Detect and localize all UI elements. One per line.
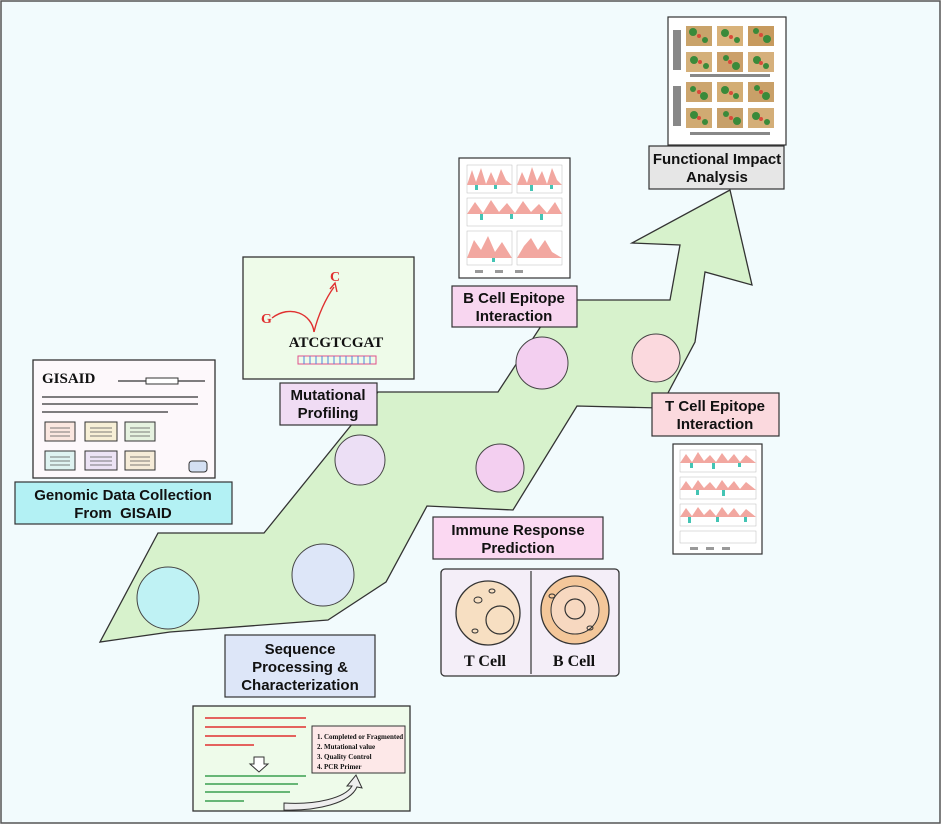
immune-cells-card: T Cell B Cell: [440, 568, 620, 677]
mutation-arrow-out: [313, 286, 335, 333]
tcell-epitope-chart-thumbnail: [672, 443, 763, 555]
raw-sequences: [205, 717, 306, 746]
processed-sequences: [205, 775, 306, 802]
milestone-circle-4: [475, 443, 525, 493]
gisaid-title: GISAID: [42, 371, 96, 387]
mutational-label-line2: Profiling: [298, 405, 359, 422]
mutational-label-line1: Mutational: [291, 387, 366, 404]
bcell-label-line1: B Cell Epitope: [463, 290, 565, 307]
mutation-from-base: G: [261, 312, 272, 327]
mutation-arrow-in: [271, 310, 315, 333]
genomic-label-line2: From GISAID: [74, 505, 172, 522]
mutation-sequence: ATCGTCGAT: [289, 335, 383, 351]
functional-label-line2: Analysis: [686, 169, 748, 186]
t-cell-icon: [455, 580, 521, 646]
tcell-label-line1: T Cell Epitope: [665, 398, 765, 415]
sequence-label-line3: Characterization: [241, 677, 359, 694]
sequence-processing-label: Sequence Processing & Characterization: [224, 634, 376, 698]
functional-impact-structure-thumbnail: [667, 16, 787, 146]
mutation-card: ATCGTCGAT G C: [242, 256, 415, 380]
curved-arrow-icon: [283, 774, 363, 811]
qc-step-3: 3. Quality Control: [317, 753, 372, 761]
qc-step-1: 1. Completed or Fragmented: [317, 733, 403, 741]
qc-steps-box: [311, 725, 406, 774]
genomic-data-collection-label: Genomic Data Collection From GISAID: [14, 481, 233, 525]
b-cell-icon: [540, 575, 610, 645]
sequence-bar: [297, 355, 377, 365]
sequence-processing-card: 1. Completed or Fragmented 2. Mutational…: [192, 705, 411, 812]
functional-label-line1: Functional Impact: [653, 151, 781, 168]
genomic-label-line1: Genomic Data Collection: [34, 487, 212, 504]
bcell-label-line2: Interaction: [476, 308, 553, 325]
bcell-epitope-chart-thumbnail: [458, 157, 571, 279]
t-cell-label: T Cell: [464, 653, 506, 670]
tcell-label-line2: Interaction: [677, 416, 754, 433]
gisaid-button-icon: [188, 460, 208, 473]
sequence-label-line1: Sequence: [265, 641, 336, 658]
mutational-profiling-label: Mutational Profiling: [279, 382, 378, 426]
workflow-arrow-path: [98, 189, 753, 643]
mutation-to-base: C: [330, 270, 340, 285]
milestone-circle-2: [291, 543, 355, 607]
milestone-circle-5: [515, 336, 569, 390]
bcell-epitope-interaction-label: B Cell Epitope Interaction: [451, 285, 578, 328]
functional-impact-analysis-label: Functional Impact Analysis: [648, 145, 785, 190]
immune-label-line2: Prediction: [481, 540, 554, 557]
tcell-epitope-interaction-label: T Cell Epitope Interaction: [651, 392, 780, 437]
immune-label-line1: Immune Response: [451, 522, 584, 539]
protein-structure-grid: [673, 26, 774, 135]
milestone-circle-3: [334, 434, 386, 486]
qc-step-2: 2. Mutational value: [317, 743, 375, 751]
milestone-circle-6: [631, 333, 681, 383]
gisaid-card: GISAID: [32, 359, 216, 479]
qc-step-4: 4. PCR Primer: [317, 763, 362, 771]
immune-response-prediction-label: Immune Response Prediction: [432, 516, 604, 560]
b-cell-label: B Cell: [553, 653, 596, 670]
gisaid-thumbnails: [44, 421, 156, 471]
sequence-label-line2: Processing &: [252, 659, 348, 676]
down-arrow-icon: [248, 756, 270, 773]
milestone-circle-1: [136, 566, 200, 630]
